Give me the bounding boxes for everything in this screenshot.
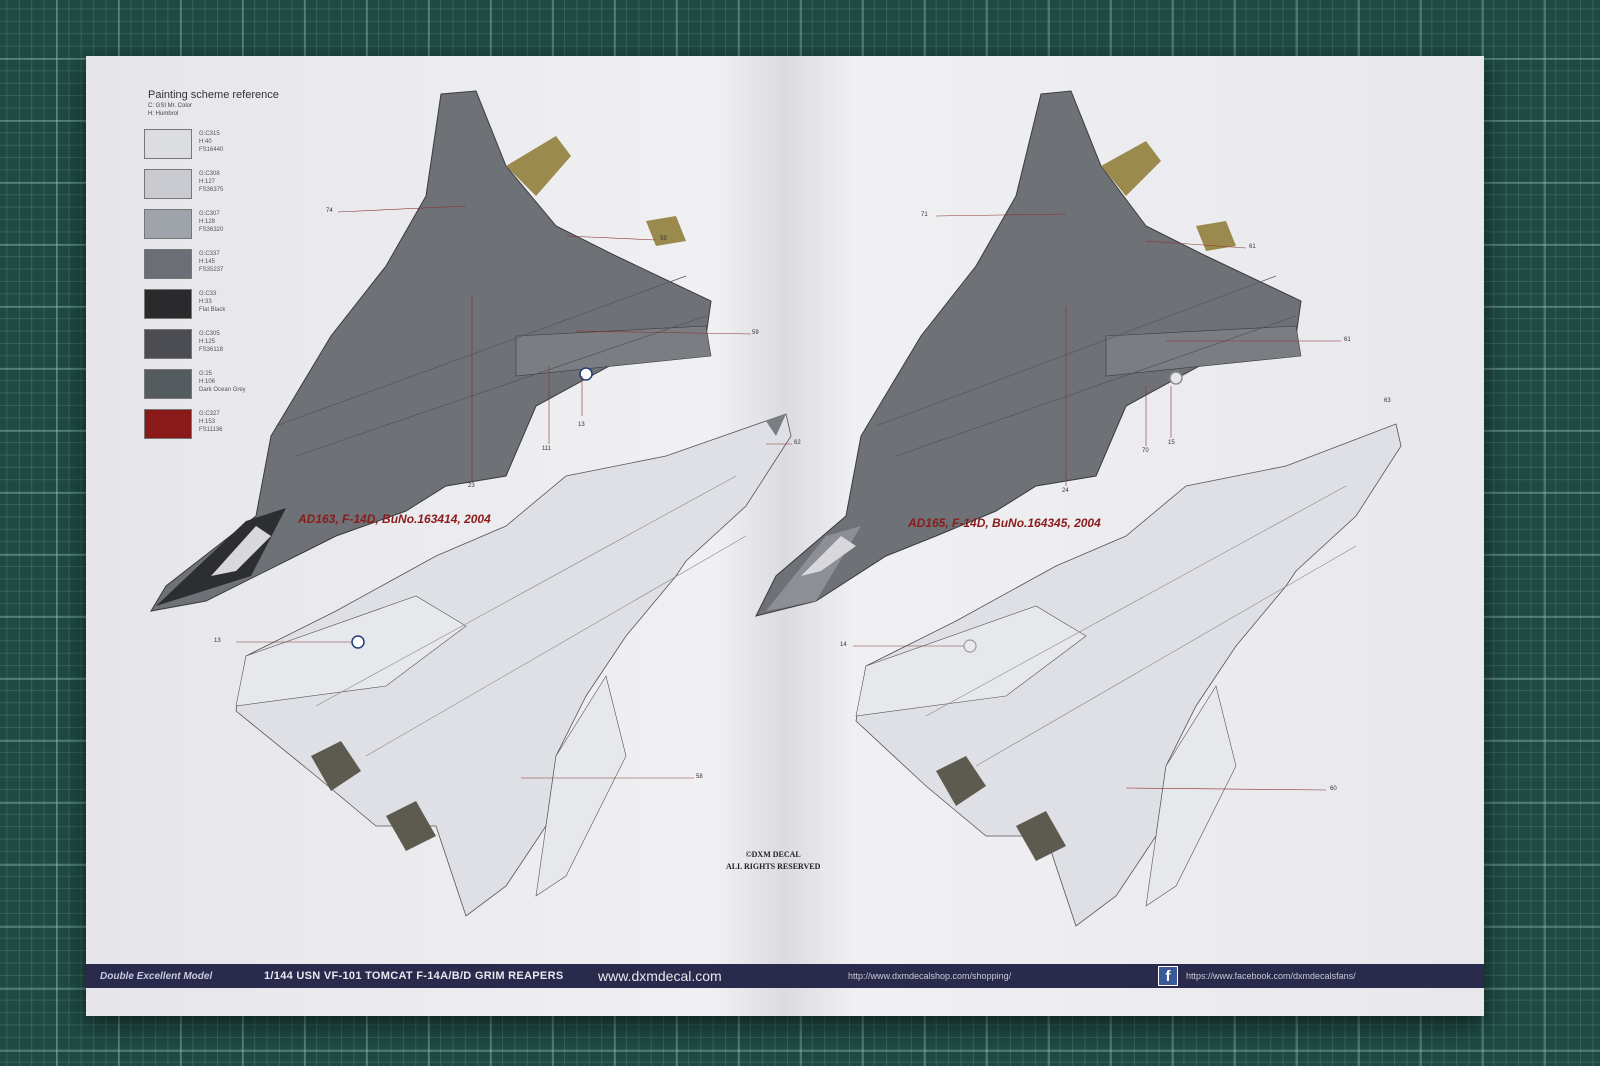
color-swatch	[144, 209, 192, 239]
legend-key-c: C: GSI Mr. Color	[148, 103, 193, 109]
callout-63: 63	[1384, 398, 1391, 404]
copyright-line-1: ©DXM DECAL	[745, 850, 801, 859]
color-swatch-label: G:C308 H:127 FS36375	[199, 171, 224, 193]
legend-key-h: H: Humbrol	[148, 111, 179, 117]
color-swatch-label: G:C33 H:33 Flat Black	[199, 291, 226, 313]
color-swatch-label: G:C315 H:40 FS16440	[199, 131, 224, 153]
right-top-view-aircraft	[755, 90, 1302, 617]
color-swatch	[144, 249, 192, 279]
color-swatch-label: G:C337 H:145 FS35237	[199, 251, 224, 273]
callout-58: 58	[696, 774, 703, 780]
instruction-sheet: Painting scheme reference C: GSI Mr. Col…	[86, 56, 1484, 1016]
footer-shop-url: http://www.dxmdecalshop.com/shopping/	[848, 971, 1012, 981]
callout-74: 74	[326, 208, 333, 214]
color-swatch	[144, 169, 192, 199]
footer-title: 1/144 USN VF-101 TOMCAT F-14A/B/D GRIM R…	[264, 970, 564, 982]
right-aircraft-caption: AD165, F-14D, BuNo.164345, 2004	[908, 516, 1101, 530]
aircraft-illustrations	[150, 90, 1402, 927]
left-aircraft-caption: AD163, F-14D, BuNo.163414, 2004	[298, 512, 491, 526]
callout-14: 14	[840, 642, 847, 648]
left-top-view-aircraft	[150, 90, 712, 612]
color-swatch-label: G:C327 H:153 FS11136	[199, 411, 223, 433]
callout-24: 24	[1062, 488, 1069, 494]
callout-59-top: 59	[660, 236, 667, 242]
callout-13-top: 13	[578, 422, 585, 428]
color-swatch	[144, 409, 192, 439]
color-swatch	[144, 369, 192, 399]
right-bottom-view-aircraft	[855, 423, 1402, 927]
callout-61-wing: 61	[1344, 337, 1351, 343]
left-bottom-view-aircraft	[235, 413, 792, 917]
footer-website: www.dxmdecal.com	[598, 968, 722, 984]
copyright-line-2: ALL RIGHTS RESERVED	[726, 862, 821, 871]
callout-59-wing: 59	[752, 330, 759, 336]
callout-70: 70	[1142, 448, 1149, 454]
callout-13-bottom: 13	[214, 638, 221, 644]
color-swatch	[144, 329, 192, 359]
footer-bar: Double Excellent Model 1/144 USN VF-101 …	[86, 964, 1484, 988]
copyright-notice: ©DXM DECAL ALL RIGHTS RESERVED	[726, 849, 820, 873]
color-swatch	[144, 289, 192, 319]
callout-23: 23	[468, 483, 475, 489]
color-swatch	[144, 129, 192, 159]
callout-62: 62	[794, 440, 801, 446]
color-swatch-label: G:C307 H:128 FS36320	[199, 211, 224, 233]
callout-71: 71	[921, 212, 928, 218]
callout-111: 111	[542, 446, 552, 452]
callout-61-top: 61	[1249, 244, 1256, 250]
callout-leader-lines	[236, 205, 1341, 791]
callout-60: 60	[1330, 786, 1337, 792]
color-swatch-label: G:25 H:106 Dark Ocean Grey	[199, 371, 246, 393]
callout-15: 15	[1168, 440, 1175, 446]
legend-title: Painting scheme reference	[148, 89, 279, 101]
footer-brand: Double Excellent Model	[100, 970, 213, 982]
facebook-icon: f	[1158, 966, 1178, 986]
color-swatch-label: G:C305 H:125 FS36118	[199, 331, 223, 353]
footer-facebook-url: https://www.facebook.com/dxmdecalsfans/	[1186, 971, 1356, 981]
